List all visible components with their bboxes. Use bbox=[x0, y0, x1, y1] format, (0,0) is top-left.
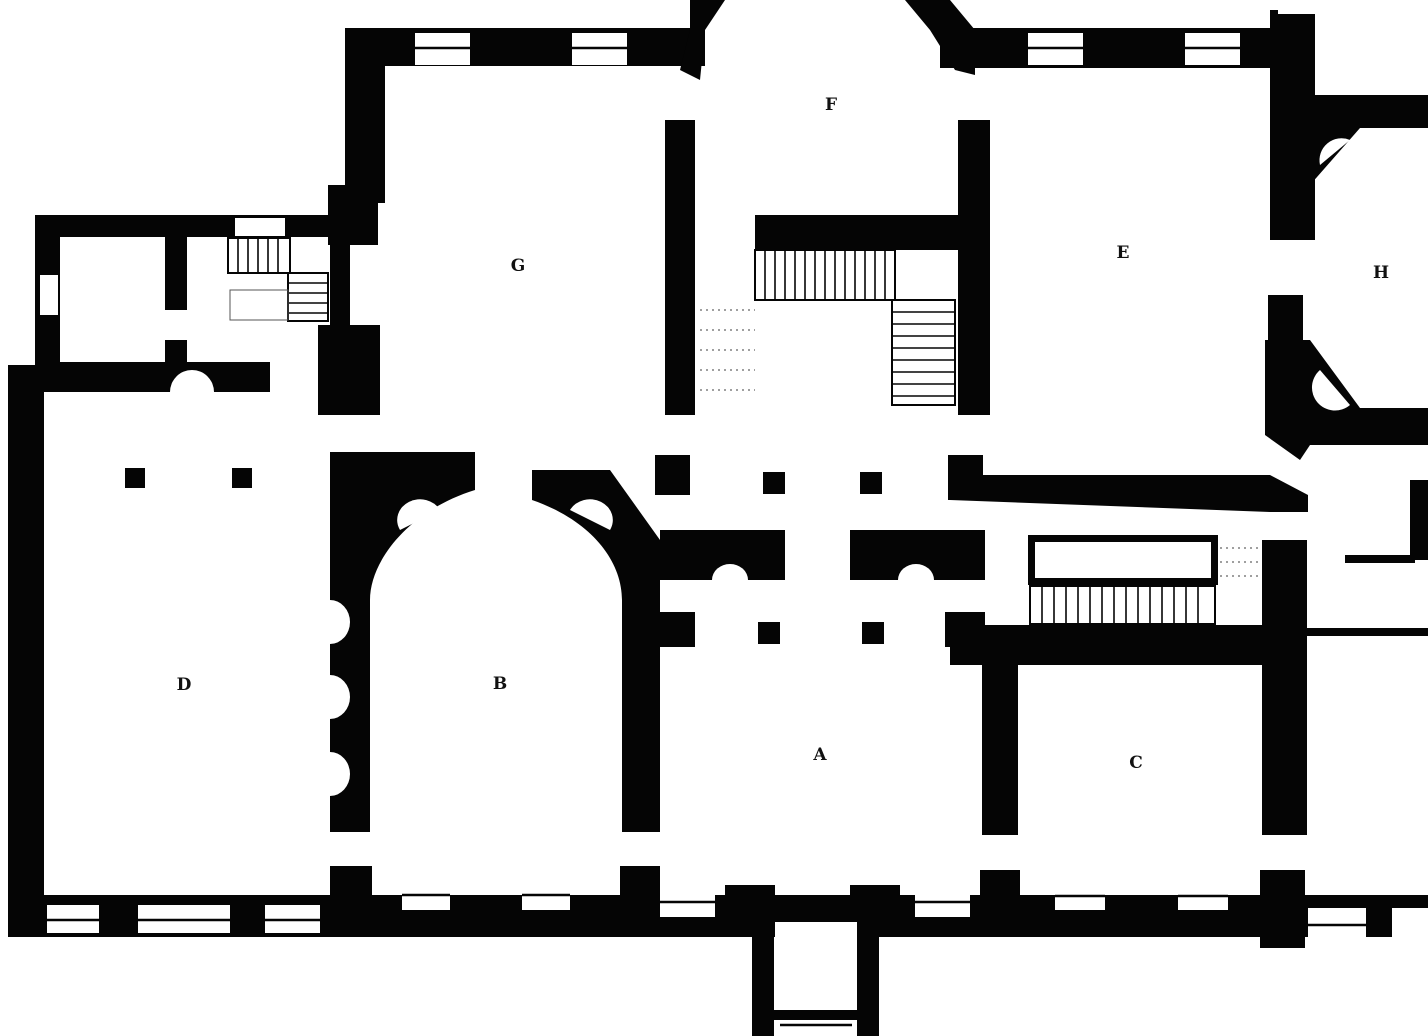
column bbox=[758, 622, 780, 644]
south-wall-projection bbox=[980, 870, 1020, 930]
corridor-wall bbox=[950, 475, 1308, 512]
column bbox=[125, 468, 145, 488]
main-staircase bbox=[700, 249, 956, 406]
g-west-wall bbox=[345, 28, 385, 203]
niche bbox=[330, 600, 350, 644]
niche bbox=[44, 588, 62, 632]
h-wing-east-wall bbox=[1410, 480, 1428, 560]
a-hall-pier bbox=[655, 612, 695, 647]
g-west-wall-mid bbox=[330, 230, 350, 340]
stair-enclosure-void bbox=[1035, 542, 1211, 578]
c-staircase bbox=[1029, 547, 1262, 625]
niche bbox=[170, 370, 214, 392]
west-wing-pier bbox=[165, 340, 187, 370]
room-label-h: H bbox=[1373, 263, 1389, 283]
room-label-e: E bbox=[1117, 243, 1130, 263]
west-wing-pier bbox=[165, 230, 187, 310]
h-wing-floor-line bbox=[1345, 555, 1415, 563]
porch-wall-right bbox=[857, 920, 879, 1036]
window bbox=[1278, 0, 1318, 14]
bay-right bbox=[905, 0, 975, 75]
stair-hall-east-wall bbox=[958, 120, 990, 415]
bay-left bbox=[680, 0, 725, 80]
niche bbox=[397, 499, 440, 530]
porch-floor bbox=[775, 922, 857, 1010]
niche bbox=[44, 825, 62, 869]
niches bbox=[44, 138, 1350, 869]
room-label-d: D bbox=[177, 675, 192, 695]
column bbox=[860, 472, 882, 494]
room-label-f: F bbox=[825, 95, 837, 115]
column bbox=[232, 468, 252, 488]
b-apse-wall bbox=[330, 452, 475, 832]
interior-walls bbox=[125, 120, 1428, 835]
west-wing-mid-wall bbox=[35, 362, 270, 392]
south-wall-projection bbox=[1260, 870, 1305, 948]
niche bbox=[712, 564, 748, 580]
room-label-a: A bbox=[812, 745, 827, 765]
stair-hall-west-wall bbox=[665, 120, 695, 415]
room-label-c: C bbox=[1129, 753, 1143, 773]
stair-landing-wall bbox=[755, 215, 960, 250]
north-wall-g bbox=[345, 28, 705, 66]
niche bbox=[44, 510, 62, 554]
niche bbox=[330, 675, 350, 719]
window bbox=[1392, 908, 1428, 944]
h-wing-wall-bottom bbox=[1265, 340, 1428, 460]
north-wall-e bbox=[940, 28, 1315, 68]
niche bbox=[44, 742, 62, 786]
h-wing-wall-top bbox=[1310, 95, 1428, 185]
a-west-wall bbox=[622, 575, 660, 832]
c-east-wall bbox=[1262, 540, 1307, 835]
niche bbox=[44, 405, 62, 449]
south-wall-projection bbox=[620, 866, 660, 926]
porch-step bbox=[752, 1010, 879, 1020]
niche bbox=[570, 499, 613, 530]
c-west-wall bbox=[982, 625, 1018, 835]
service-staircase bbox=[227, 237, 329, 322]
porch-wall-left bbox=[752, 920, 774, 1036]
room-label-b: B bbox=[493, 674, 507, 694]
niche bbox=[898, 564, 934, 580]
column bbox=[763, 472, 785, 494]
c-east-extension bbox=[1305, 628, 1428, 636]
west-wall bbox=[8, 365, 44, 935]
window-sills bbox=[47, 46, 1366, 1027]
niche bbox=[1319, 138, 1350, 165]
south-wall-projection bbox=[330, 866, 372, 916]
niche bbox=[330, 752, 350, 796]
room-label-g: G bbox=[511, 256, 526, 276]
window bbox=[235, 218, 285, 236]
window bbox=[40, 275, 58, 315]
niche bbox=[1311, 370, 1350, 411]
room-labels: A B C D E F G H bbox=[177, 95, 1389, 773]
column bbox=[862, 622, 884, 644]
a-hall-pier bbox=[655, 455, 690, 495]
e-east-wall bbox=[1270, 10, 1315, 240]
